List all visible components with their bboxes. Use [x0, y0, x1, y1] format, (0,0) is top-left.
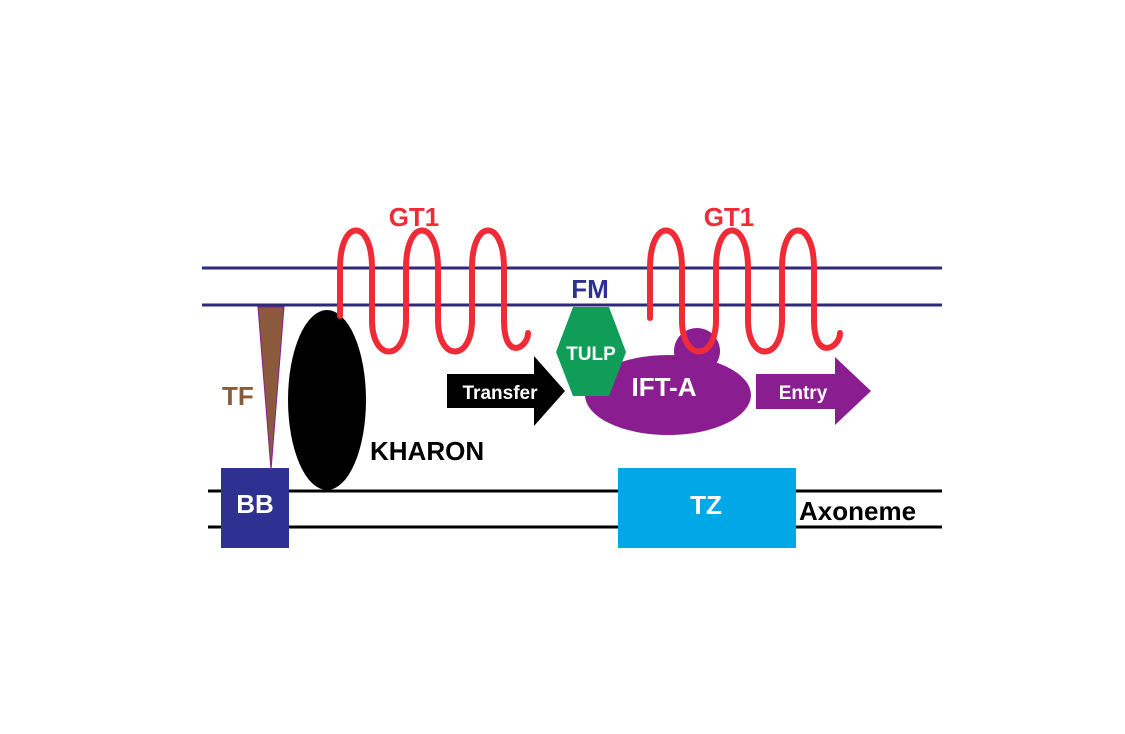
gt1-left-label: GT1	[389, 202, 440, 232]
gt1-right-label: GT1	[704, 202, 755, 232]
entry-label: Entry	[779, 383, 828, 404]
tulp-label: TULP	[566, 344, 616, 365]
transfer-arrow	[447, 356, 565, 426]
transition-zone-box	[618, 468, 796, 548]
tz-label: TZ	[690, 490, 722, 520]
gt1-left-coil	[337, 227, 531, 355]
axoneme-label: Axoneme	[799, 496, 916, 526]
tf-label: TF	[222, 381, 254, 411]
gt1-right-coil	[647, 227, 843, 355]
ift-a-body	[585, 355, 751, 435]
entry-arrow	[756, 357, 871, 425]
tulp-hexagon	[556, 307, 626, 396]
kharon-label: KHARON	[370, 436, 484, 466]
kharon-ellipse	[288, 310, 366, 490]
transfer-label: Transfer	[463, 383, 539, 404]
fm-label: FM	[571, 274, 609, 304]
ift-a-label: IFT-A	[632, 372, 697, 402]
basal-body-box	[221, 468, 289, 548]
transition-fiber-wedge	[257, 306, 285, 471]
bb-label: BB	[236, 489, 274, 519]
